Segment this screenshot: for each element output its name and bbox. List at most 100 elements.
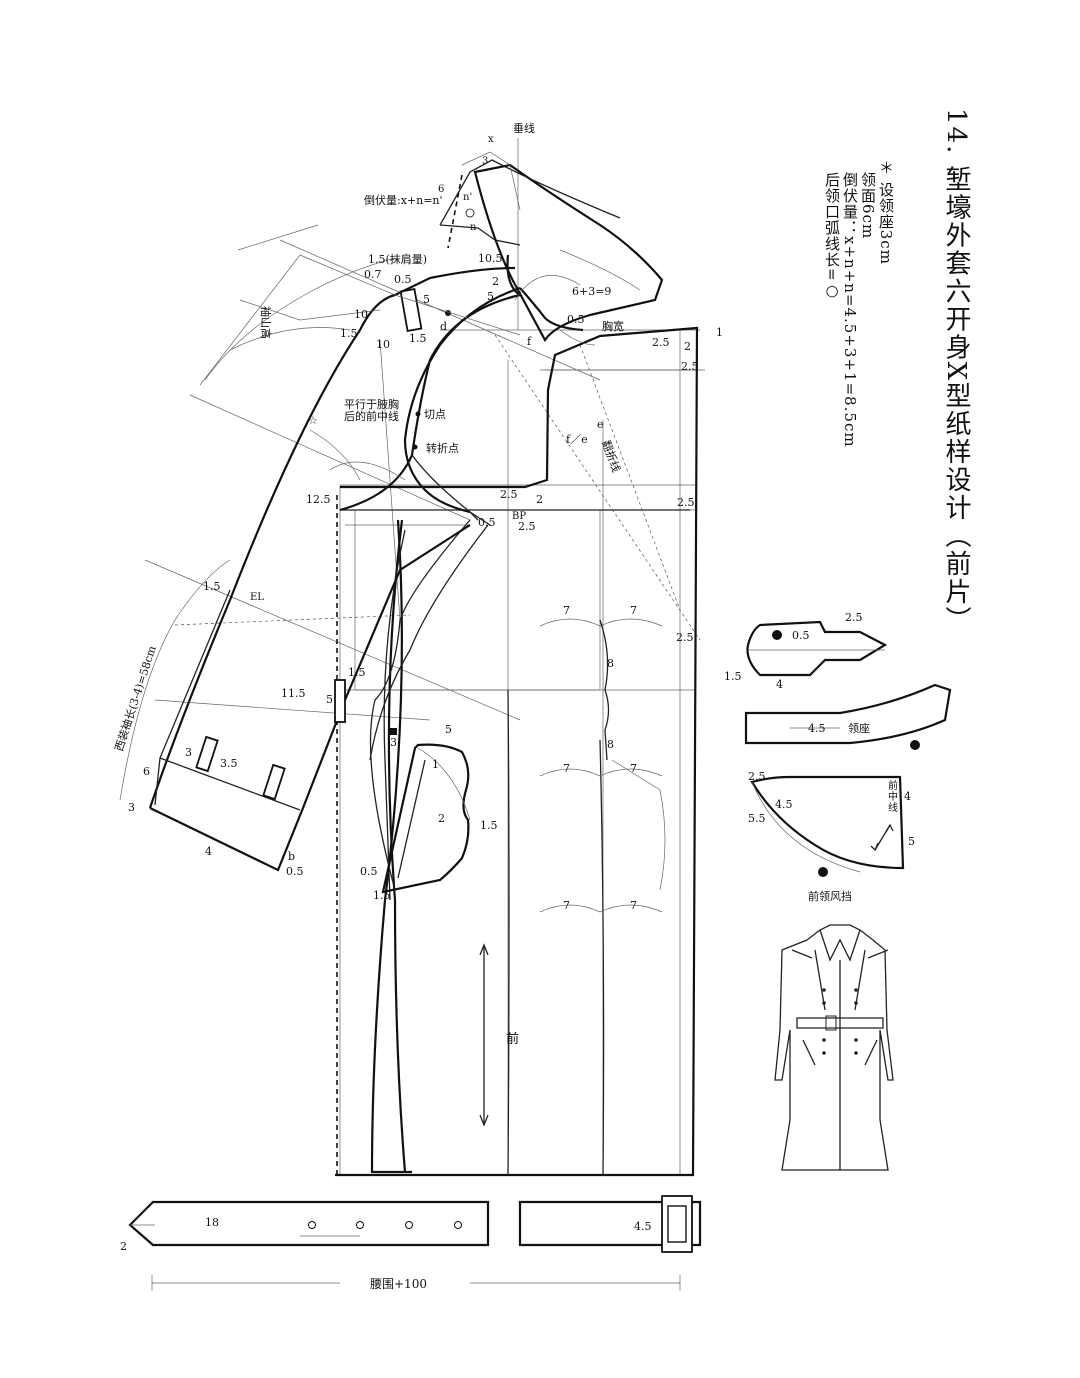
label-x: x — [488, 134, 494, 145]
collar-stand-piece — [744, 683, 952, 750]
label-flap-45: 4.5 — [775, 798, 793, 811]
front-body-outline — [335, 326, 699, 1177]
label-eight-1: 8 — [607, 657, 614, 670]
label-five-a: 5 — [423, 293, 430, 306]
label-parallel-2: 后的前中线 — [344, 409, 399, 423]
label-tab-15: 1.5 — [724, 670, 742, 683]
label-ten-c: 10.5 — [478, 252, 503, 265]
label-bp: BP — [512, 511, 526, 522]
label-flap-fc-1: 前 — [888, 779, 898, 792]
label-d: d — [440, 320, 447, 333]
label-p25-d: 2.5 — [677, 496, 695, 509]
label-p05-d: 0.5 — [360, 865, 378, 878]
label-three-d: 3 — [128, 801, 135, 814]
label-p05-c: 0.5 — [478, 516, 496, 529]
label-p15-e: 1.5 — [480, 819, 498, 832]
label-p05-shoulder: 0.5 — [394, 273, 412, 286]
label-vertical-line: 垂线 — [513, 121, 535, 135]
label-p05-e: 0.5 — [286, 865, 304, 878]
label-tab-4: 4 — [776, 678, 783, 691]
label-f: f — [527, 335, 532, 348]
label-three-c: 3 — [185, 746, 192, 759]
label-flap-25: 2.5 — [748, 770, 766, 783]
label-belt-18: 18 — [205, 1216, 219, 1229]
sleeve — [119, 254, 521, 872]
front-collar-flap — [750, 775, 905, 877]
front-pocket — [381, 743, 471, 894]
label-belt-2: 2 — [120, 1240, 127, 1253]
label-turn-point: 转折点 — [426, 441, 459, 455]
label-p15-b: 1.5 — [409, 332, 427, 345]
label-p15-d: 1.5 — [203, 580, 221, 593]
label-four-a: 4 — [205, 845, 212, 858]
label-two-b: 2 — [684, 340, 691, 353]
shoulder-strap — [399, 288, 451, 332]
note-back-neck: 后领口弧线长=○ — [823, 172, 841, 301]
label-two-pocket: 2 — [438, 812, 445, 825]
label-two-c: 2 — [536, 493, 543, 506]
label-belt-45: 4.5 — [634, 1220, 652, 1233]
label-p15-f: 1.5 — [373, 889, 391, 902]
label-parallel-1: 平行于腋胸 — [344, 397, 399, 411]
collar — [439, 151, 664, 346]
label-chest-width: 胸宽 — [602, 319, 624, 333]
label-flap-4: 4 — [904, 790, 911, 803]
label-five-c: 5 — [326, 693, 333, 706]
label-five-b: 5 — [487, 290, 494, 303]
label-tab-25: 2.5 — [845, 611, 863, 624]
label-p05-b: 0.5 — [567, 313, 585, 326]
label-p25-a: 2.5 — [652, 336, 670, 349]
note-collar-drop: 倒伏量：x+n+n=4.5+3+1=8.5cm — [841, 172, 859, 448]
label-sleeve-length: 西装袖长(3-4)=58cm — [112, 643, 160, 753]
label-p15-c: 1.5 — [348, 666, 366, 679]
label-belt-total: 腰围+100 — [370, 1277, 427, 1291]
label-stand-name: 领座 — [848, 721, 870, 735]
label-collar-drop: 倒伏量:x+n=n' — [364, 193, 443, 207]
page-title: 14. 堑壕外套六开身X型纸样设计（前片） — [941, 108, 971, 635]
label-e: e — [597, 418, 604, 431]
label-cut-point: 切点 — [424, 408, 446, 421]
label-flap-fc-3: 线 — [888, 801, 898, 814]
label-flap-fc-2: 中 — [888, 790, 898, 803]
label-front: 前 — [506, 1031, 519, 1047]
label-seven-6: 7 — [630, 899, 637, 912]
label-p35: 3.5 — [220, 757, 238, 770]
note-collar-top: 领面6cm — [859, 172, 877, 240]
belt — [128, 1195, 702, 1291]
label-stand-45: 4.5 — [808, 722, 826, 735]
label-shoulder-ease: 1.5(抹肩量) — [368, 252, 427, 266]
label-three-b: 3 — [390, 736, 397, 749]
label-two-a: 2 — [492, 275, 499, 288]
label-sleeve-cap: 袖山高 — [259, 306, 273, 339]
label-p07: 0.7 — [364, 268, 382, 281]
label-f-eq-e: f／e — [566, 433, 588, 446]
label-six-plus-three: 6+3=9 — [572, 285, 611, 298]
label-one-pocket: 1 — [432, 758, 439, 771]
label-el: EL — [250, 592, 264, 603]
label-ten-a: 10 — [354, 308, 368, 321]
label-five-d: 5 — [445, 723, 452, 736]
label-flap-name: 前领风挡 — [808, 889, 852, 903]
label-p25-f: 2.5 — [676, 631, 694, 644]
sleeve-tab-piece — [746, 620, 888, 677]
label-one-right: 1 — [716, 326, 723, 339]
note-collar-stand: ＊ 设领座3cm — [877, 160, 895, 265]
label-n-prime: n' — [463, 192, 472, 203]
label-six-a: 6 — [438, 184, 444, 195]
armhole-shoulder — [329, 254, 584, 526]
side-panel — [369, 519, 489, 1174]
trench-coat-illustration — [774, 924, 894, 1171]
label-flap-55: 5.5 — [748, 812, 766, 825]
label-six-b: 6 — [143, 765, 150, 778]
label-seven-5: 7 — [563, 899, 570, 912]
label-seven-4: 7 — [630, 762, 637, 775]
label-p25-b: 2.5 — [681, 360, 699, 373]
label-star: ☆ — [308, 414, 318, 427]
label-p115: 11.5 — [281, 687, 306, 700]
label-p25-e: 2.5 — [518, 520, 536, 533]
label-flap-5: 5 — [908, 835, 915, 848]
label-n: n — [470, 222, 477, 233]
label-three-a: 3 — [482, 156, 488, 167]
label-seven-1: 7 — [563, 604, 570, 617]
